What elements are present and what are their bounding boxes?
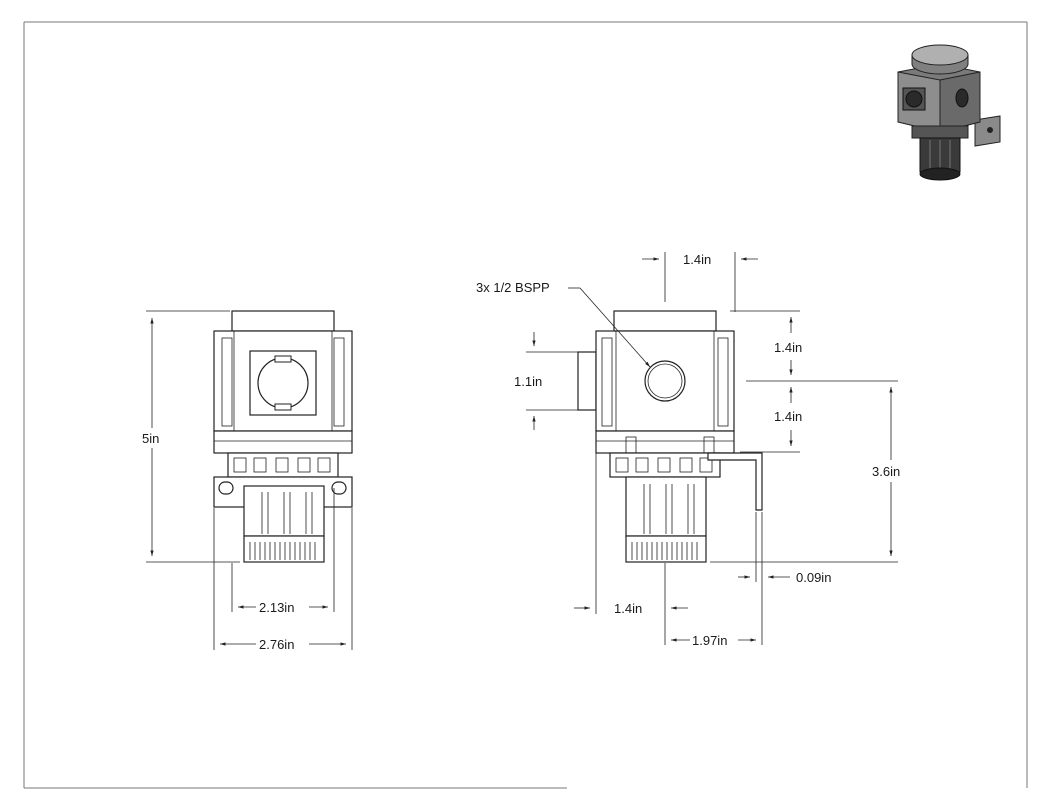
base-offset-dimension-label: 1.4in [614,601,642,616]
isometric-view [897,44,1001,181]
side-view-dimensions: 1.4in 3x 1/2 BSPP 1.4in 1.4in 1.1in 3.6i… [476,252,900,648]
drawing-frame [23,21,1028,789]
bracket-thickness-dimension-label: 0.09in [796,570,831,585]
body-width-dimension-label: 2.13in [259,600,294,615]
lower-height-dimension-label: 1.4in [774,409,802,424]
mount-height-dimension-label: 3.6in [872,464,900,479]
overall-width-dimension-label: 2.76in [259,637,294,652]
side-view [577,310,763,563]
port-top-dimension-label: 1.4in [683,252,711,267]
front-view [213,310,353,563]
height-dimension-label: 5in [142,431,159,446]
bracket-offset-dimension-label: 1.97in [692,633,727,648]
front-view-dimensions: 5in 2.13in 2.76in [142,310,353,652]
port-callout-label: 3x 1/2 BSPP [476,280,550,295]
upper-height-dimension-label: 1.4in [774,340,802,355]
port-diameter-dimension-label: 1.1in [514,374,542,389]
